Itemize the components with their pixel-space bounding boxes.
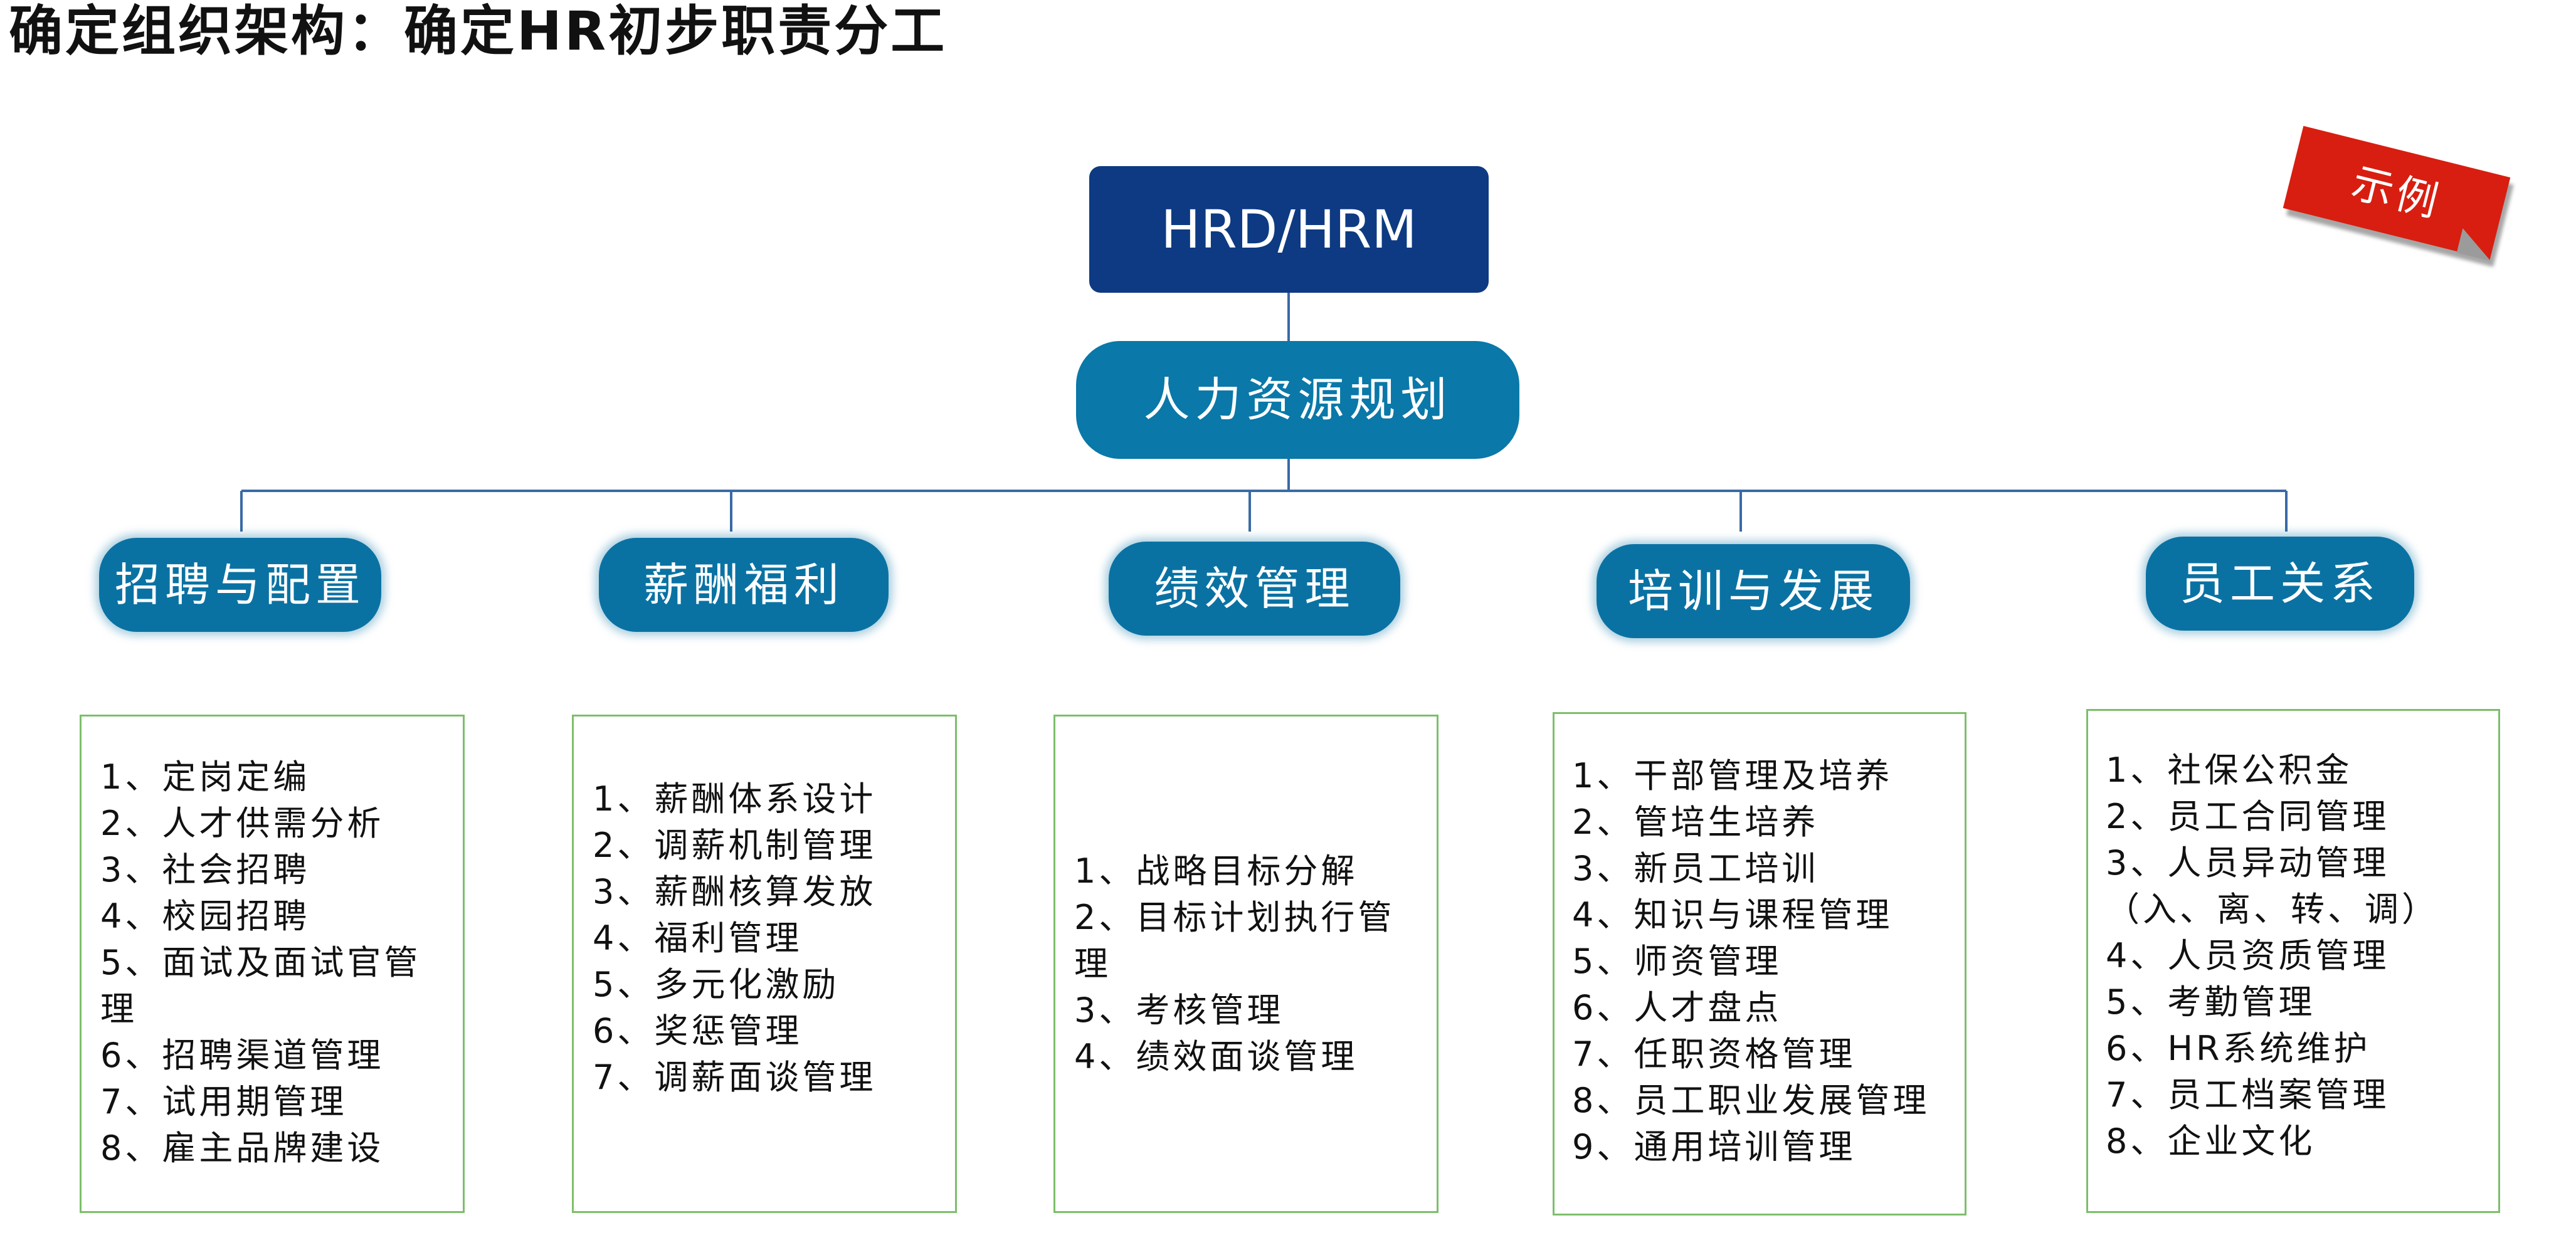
duty-item: 2、员工合同管理	[2106, 797, 2390, 836]
duty-item: 2、调薪机制管理	[593, 826, 877, 865]
duty-item: 4、绩效面谈管理	[1074, 1037, 1358, 1076]
duty-list-employee-relations: 1、社保公积金 2、员工合同管理 3、人员异动管理（入、离、转、调） 4、人员资…	[2086, 709, 2500, 1213]
dept-employee-relations: 员工关系	[2146, 537, 2414, 631]
duty-list-performance: 1、战略目标分解 2、目标计划执行管理 3、考核管理 4、绩效面谈管理	[1053, 715, 1438, 1213]
hr-planning-box: 人力资源规划	[1076, 341, 1519, 459]
duty-item: 1、薪酬体系设计	[593, 779, 877, 819]
duty-item: 7、试用期管理	[100, 1082, 347, 1121]
duty-item: 1、社保公积金	[2106, 750, 2353, 790]
duty-item: 6、HR系统维护	[2106, 1029, 2371, 1068]
duty-item: 1、干部管理及培养	[1572, 756, 1893, 795]
duty-item: 7、员工档案管理	[2106, 1075, 2390, 1115]
dept-performance: 绩效管理	[1109, 542, 1400, 636]
duty-list-training: 1、干部管理及培养 2、管培生培养 3、新员工培训 4、知识与课程管理 5、师资…	[1553, 712, 1966, 1215]
dept-training: 培训与发展	[1597, 544, 1910, 638]
duty-item: 3、社会招聘	[100, 850, 310, 890]
duty-item: 2、人才供需分析	[100, 804, 384, 843]
duty-item: 5、面试及面试官管理	[100, 943, 421, 1029]
duty-item: 6、奖惩管理	[593, 1011, 803, 1051]
duty-item: 5、师资管理	[1572, 942, 1782, 981]
duty-item: 7、调薪面谈管理	[593, 1058, 877, 1097]
duty-item: 3、新员工培训	[1572, 849, 1819, 888]
duty-item: 3、考核管理	[1074, 990, 1284, 1030]
duty-item: 8、雇主品牌建设	[100, 1128, 384, 1168]
duty-item: 1、定岗定编	[100, 757, 310, 797]
hrd-hrm-box: HRD/HRM	[1089, 166, 1489, 293]
duty-item: 4、知识与课程管理	[1572, 895, 1893, 935]
duty-item: 3、人员异动管理（入、离、转、调）	[2106, 843, 2439, 929]
duty-item: 3、薪酬核算发放	[593, 872, 877, 911]
duty-list-recruitment: 1、定岗定编 2、人才供需分析 3、社会招聘 4、校园招聘 5、面试及面试官管理…	[80, 715, 465, 1213]
duty-item: 2、目标计划执行管理	[1074, 898, 1395, 984]
duty-item: 5、多元化激励	[593, 965, 840, 1004]
duty-item: 6、招聘渠道管理	[100, 1036, 384, 1075]
duty-item: 8、员工职业发展管理	[1572, 1081, 1930, 1120]
dept-compensation: 薪酬福利	[599, 538, 889, 632]
duty-item: 5、考勤管理	[2106, 982, 2316, 1022]
duty-item: 9、通用培训管理	[1572, 1127, 1856, 1167]
duty-item: 1、战略目标分解	[1074, 851, 1358, 891]
duty-item: 6、人才盘点	[1572, 988, 1782, 1027]
duty-item: 2、管培生培养	[1572, 802, 1819, 842]
page-title: 确定组织架构：确定HR初步职责分工	[9, 0, 948, 63]
duty-item: 4、校园招聘	[100, 896, 310, 936]
duty-item: 4、人员资质管理	[2106, 936, 2390, 975]
duty-item: 8、企业文化	[2106, 1121, 2316, 1161]
duty-item: 7、任职资格管理	[1572, 1034, 1856, 1074]
duty-list-compensation: 1、薪酬体系设计 2、调薪机制管理 3、薪酬核算发放 4、福利管理 5、多元化激…	[572, 715, 957, 1213]
dept-recruitment: 招聘与配置	[99, 538, 381, 632]
duty-item: 4、福利管理	[593, 918, 803, 958]
